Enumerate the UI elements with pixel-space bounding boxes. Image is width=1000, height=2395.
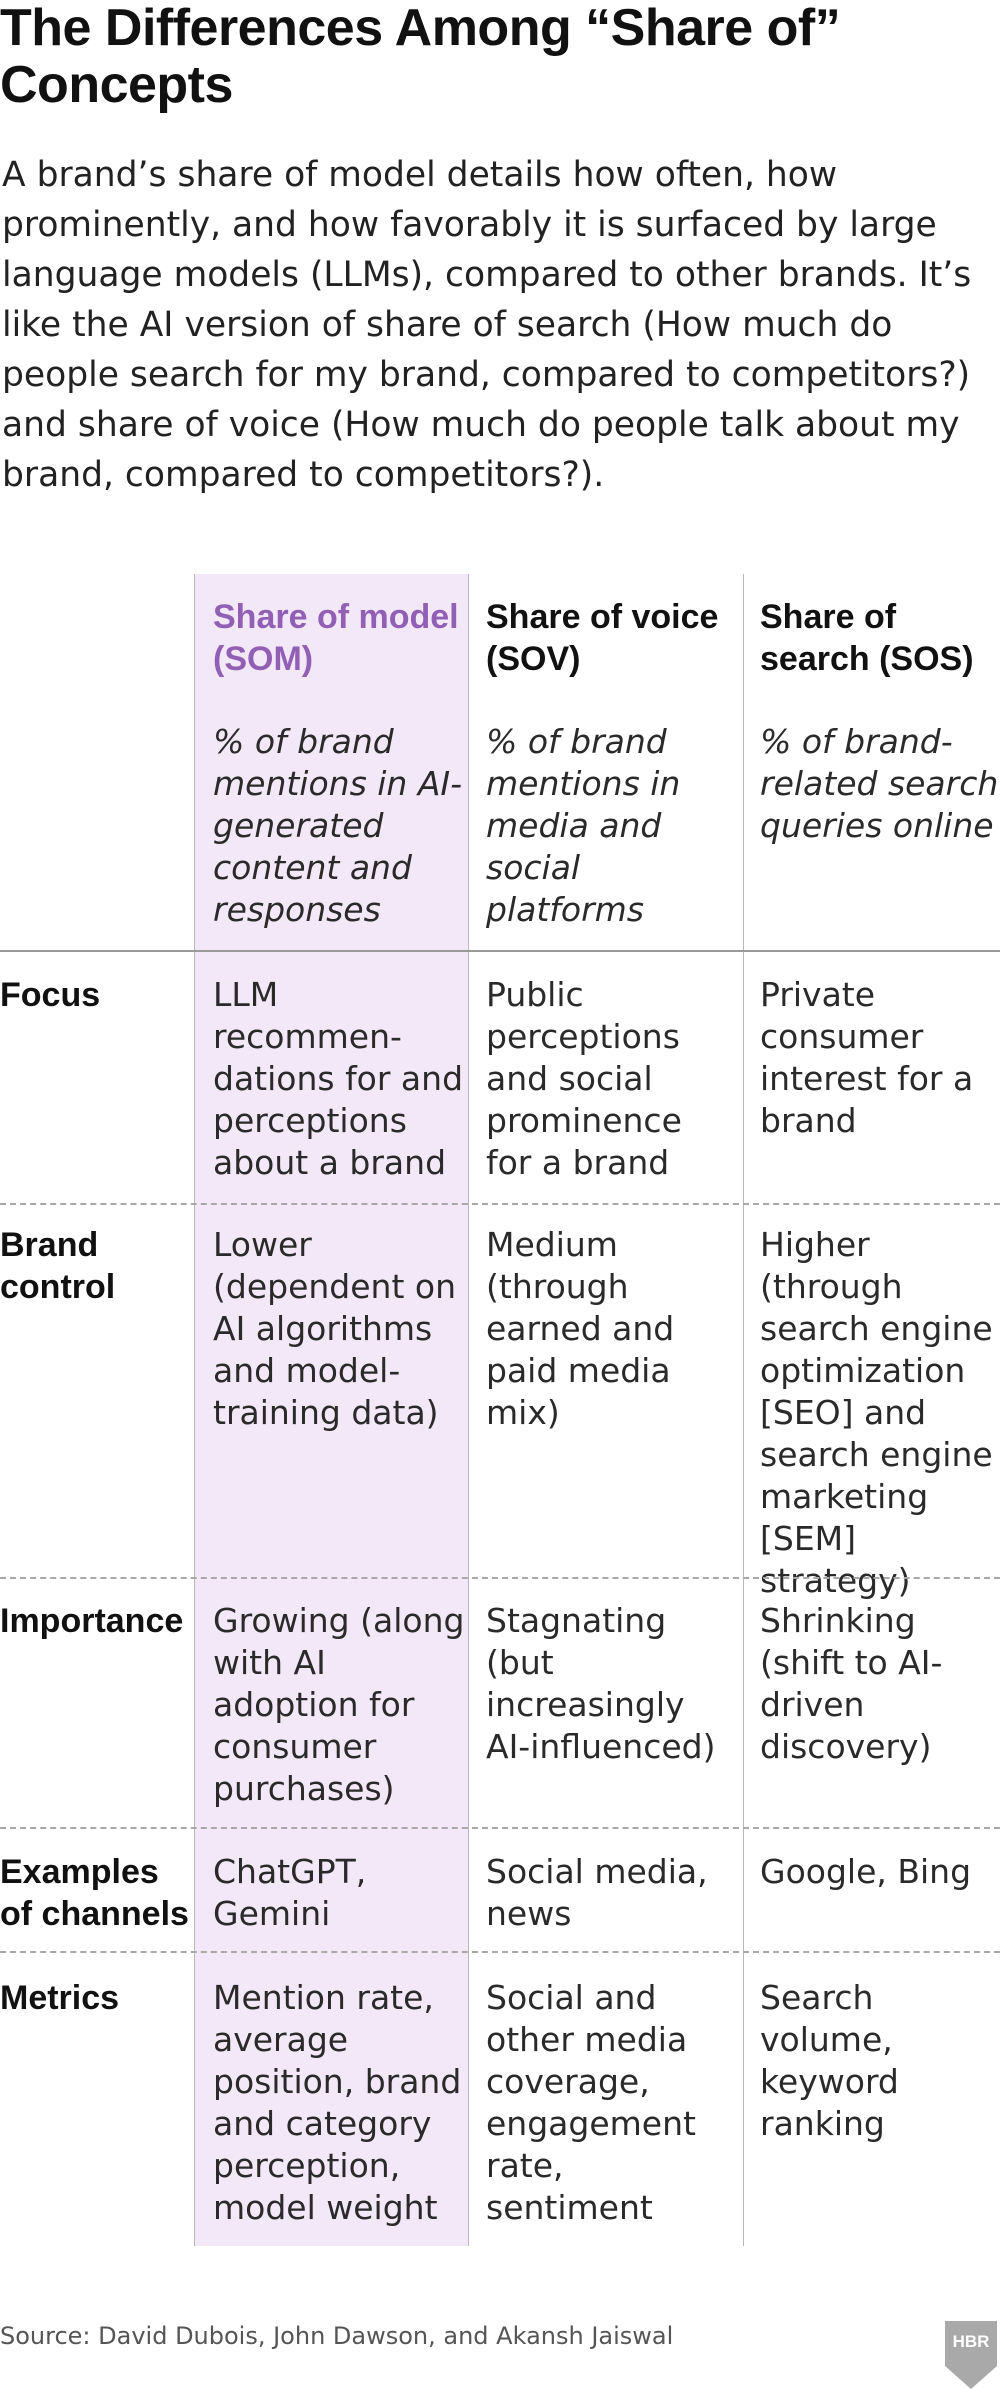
- column-divider: [743, 574, 744, 2246]
- table-cell: Social and other media coverage, engagem…: [486, 1978, 696, 2227]
- row-label-examples-of-channels: Examples of channels: [0, 1853, 189, 1933]
- som-header: Share of model (SOM): [213, 598, 459, 678]
- logo-text: HBR: [953, 2332, 990, 2351]
- table-cell: Shrinking (shift to AI-driven discovery): [760, 1601, 943, 1766]
- som-column-highlight: [194, 574, 468, 2246]
- column-divider: [194, 574, 195, 2246]
- som-definition: % of brand mentions in AI-generated cont…: [213, 722, 463, 929]
- sov-header: Share of voice (SOV): [486, 598, 719, 678]
- table-cell: Google, Bing: [760, 1852, 972, 1891]
- sos-header: Share of search (SOS): [760, 598, 974, 678]
- table-cell: Mention rate, average position, brand an…: [213, 1978, 462, 2227]
- row-label-importance: Importance: [0, 1602, 184, 1640]
- row-divider: [0, 1203, 1000, 1205]
- table-cell: Medium (through earned and paid media mi…: [486, 1225, 675, 1432]
- table-cell: Lower (dependent on AI algorithms and mo…: [213, 1225, 456, 1432]
- row-label-brand-control: Brand control: [0, 1226, 116, 1306]
- table-cell: Social media, news: [486, 1852, 708, 1933]
- page-title: The Differences Among “Share of” Concept…: [0, 0, 841, 114]
- hbr-logo: HBR: [944, 2320, 998, 2390]
- hbr-shield-icon: HBR: [945, 2321, 997, 2389]
- intro-paragraph: A brand’s share of model details how oft…: [2, 155, 972, 495]
- table-cell: LLM recommen-dations for and perceptions…: [213, 975, 464, 1182]
- table-cell: Private consumer interest for a brand: [760, 975, 974, 1140]
- row-divider: [0, 1827, 1000, 1829]
- row-label-metrics: Metrics: [0, 1979, 120, 2017]
- column-divider: [468, 574, 469, 2246]
- table-cell: Higher (through search engine optimizati…: [760, 1225, 993, 1600]
- table-cell: Public perceptions and social prominence…: [486, 975, 682, 1182]
- row-label-focus: Focus: [0, 976, 101, 1014]
- header-divider: [0, 950, 1000, 952]
- row-divider: [0, 1951, 1000, 1953]
- sos-definition: % of brand-related search queries online: [760, 722, 999, 845]
- table-cell: Stagnating (but increasingly AI-influenc…: [486, 1601, 716, 1766]
- row-divider: [0, 1577, 1000, 1579]
- source-note: Source: David Dubois, John Dawson, and A…: [0, 2322, 674, 2350]
- table-cell: Search volume, keyword ranking: [760, 1978, 899, 2143]
- sov-definition: % of brand mentions in media and social …: [486, 722, 681, 929]
- table-cell: Growing (along with AI adoption for cons…: [213, 1601, 465, 1808]
- table-cell: ChatGPT, Gemini: [213, 1852, 367, 1933]
